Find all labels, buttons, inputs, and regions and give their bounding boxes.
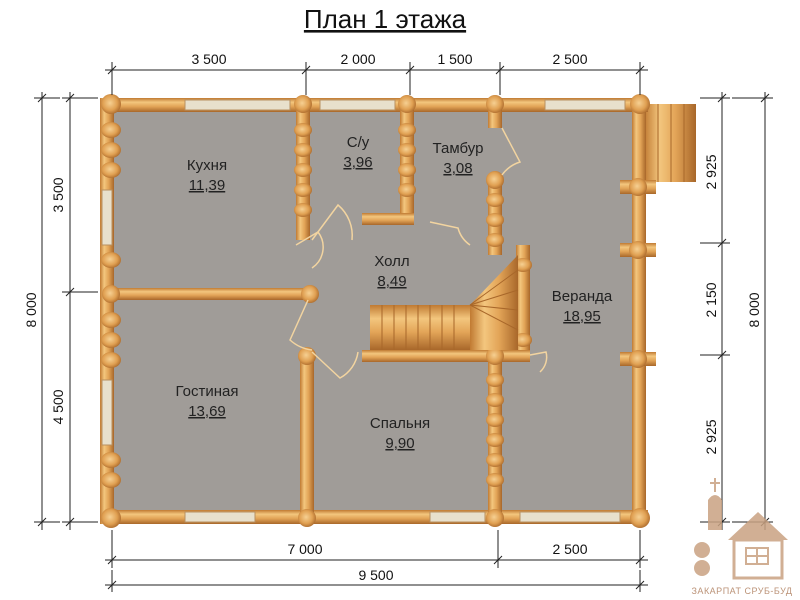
dimension-top: 3 500 2 000 1 500 2 500 xyxy=(105,51,648,95)
logo: ЗАКАРПАТ СРУБ-БУД xyxy=(692,478,793,596)
dim-left-1: 3 500 xyxy=(50,177,66,212)
dim-top-4: 2 500 xyxy=(552,51,587,67)
room-area-veranda: 18,95 xyxy=(563,308,601,325)
dim-right-total: 8 000 xyxy=(746,292,762,327)
dimension-right: 2 925 2 150 2 925 8 000 xyxy=(700,92,773,530)
log-stacks xyxy=(101,122,532,488)
dim-left-total: 8 000 xyxy=(23,292,39,327)
dim-right-1: 2 925 xyxy=(703,154,719,189)
room-name-veranda: Веранда xyxy=(552,288,613,305)
dim-bottom-total: 9 500 xyxy=(358,567,393,583)
room-name-hall: Холл xyxy=(374,253,409,270)
staircase xyxy=(370,255,519,350)
room-area-living-room: 13,69 xyxy=(188,403,226,420)
room-name-bedroom: Спальня xyxy=(370,415,430,432)
dim-top-2: 2 000 xyxy=(340,51,375,67)
dim-bottom-1: 7 000 xyxy=(287,541,322,557)
room-name-kitchen: Кухня xyxy=(187,157,227,174)
house-church-logo-icon xyxy=(694,478,788,580)
log-ends xyxy=(101,94,650,528)
room-name-living-room: Гостиная xyxy=(176,383,239,400)
dim-top-1: 3 500 xyxy=(191,51,226,67)
room-area-hall: 8,49 xyxy=(377,273,406,290)
dim-right-3: 2 925 xyxy=(703,419,719,454)
page-title: План 1 этажа xyxy=(304,4,467,34)
room-labels: Кухня 11,39 С/у 3,96 Тамбур 3,08 Холл 8,… xyxy=(176,134,613,452)
porch-steps xyxy=(644,104,696,182)
dim-left-2: 4 500 xyxy=(50,389,66,424)
veranda-posts xyxy=(620,178,656,368)
room-area-bedroom: 9,90 xyxy=(385,435,414,452)
windows xyxy=(101,99,626,523)
logo-text: ЗАКАРПАТ СРУБ-БУД xyxy=(692,586,793,596)
dim-top-3: 1 500 xyxy=(437,51,472,67)
room-name-vestibule: Тамбур xyxy=(433,140,484,157)
dimension-bottom: 7 000 2 500 9 500 xyxy=(105,530,648,592)
room-area-vestibule: 3,08 xyxy=(443,160,472,177)
dim-right-2: 2 150 xyxy=(703,282,719,317)
dimension-left: 3 500 4 500 8 000 xyxy=(23,92,98,530)
room-area-bathroom: 3,96 xyxy=(343,154,372,171)
room-area-kitchen: 11,39 xyxy=(189,177,225,194)
door-swings xyxy=(289,127,548,379)
dim-bottom-2: 2 500 xyxy=(552,541,587,557)
room-name-bathroom: С/у xyxy=(347,134,370,151)
